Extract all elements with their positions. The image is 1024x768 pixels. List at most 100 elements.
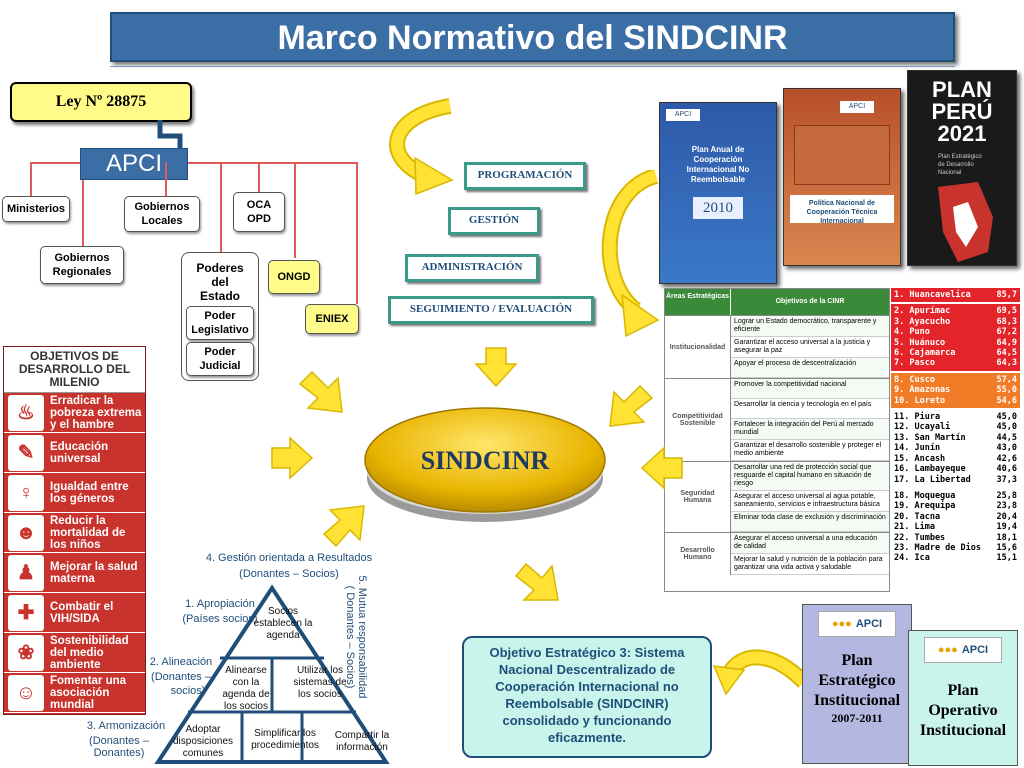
diagonal-arrow-icon	[514, 562, 559, 601]
plan-anual-cover: APCI Plan Anual de Cooperación Internaci…	[659, 102, 777, 284]
org-poder-legislativo: Poder Legislativo	[186, 306, 254, 340]
pyramid-label-3-sub: (Donantes – Donantes)	[89, 735, 149, 759]
ranking-region: 11. Piura	[894, 412, 941, 423]
ranking-value: 15,6	[996, 542, 1017, 553]
administracion-button[interactable]: ADMINISTRACIÓN	[405, 254, 539, 282]
pyramid-bottom-right: Compartir la información	[334, 730, 390, 753]
org-line	[165, 162, 167, 196]
org-ongd: ONGD	[268, 260, 320, 294]
pyramid-mid-right: Utilizar los sistemas de los socios	[293, 665, 347, 700]
odm-item-label: Combatir el VIH/SIDA	[50, 600, 114, 625]
pyramid-label-4: 4. Gestión orientada a Resultados	[205, 552, 373, 564]
apci-logo-icon: ●●●	[831, 618, 852, 630]
plan-peru-2021-cover: PLAN PERÚ 2021 Plan Estratégico de Desar…	[907, 70, 1017, 266]
table-group-rows: Asegurar el acceso universal a una educa…	[731, 533, 889, 575]
odm-item: ♨Erradicar la pobreza extrema y el hambr…	[4, 393, 145, 433]
poderes-label: Poderes del Estado	[196, 261, 244, 303]
ranking-region: 3. Ayacucho	[894, 316, 951, 327]
ranking-value: 23,8	[996, 501, 1017, 512]
pyramid-label-3: 3. Armonización	[86, 720, 166, 732]
ranking-region: 6. Cajamarca	[894, 348, 956, 359]
table-header-objectives: Objetivos de la CINR	[775, 298, 845, 305]
ranking-value: 67,2	[996, 327, 1017, 338]
programacion-button[interactable]: PROGRAMACIÓN	[464, 162, 586, 190]
apci-logo-text: APCI	[855, 618, 883, 630]
apci-logo: ●●●APCI	[818, 611, 896, 637]
pyramid-label-5-sub: ( Donantes – Socios)	[344, 585, 356, 689]
apci-logo-icon: ●●●	[937, 644, 958, 656]
gestion-button[interactable]: GESTIÓN	[448, 207, 540, 235]
pyramid-label-1-sub: (Países socios)	[182, 613, 258, 625]
ranking-region: 9. Amazonas	[894, 385, 951, 396]
odm-list: ♨Erradicar la pobreza extrema y el hambr…	[4, 393, 145, 713]
ley-apci-connector	[157, 120, 183, 150]
table-row: Apoyar el proceso de descentralización	[731, 358, 889, 378]
odm-panel: OBJETIVOS DE DESARROLLO DEL MILENIO ♨Err…	[3, 346, 146, 715]
ranking-value: 18,1	[996, 532, 1017, 543]
ranking-value: 20,4	[996, 511, 1017, 522]
org-ministerios: Ministerios	[2, 196, 70, 222]
odm-heading: OBJETIVOS DE DESARROLLO DEL MILENIO	[4, 347, 145, 393]
pregnant-woman-icon: ♟	[8, 554, 44, 591]
org-gobiernos-regionales: Gobiernos Regionales	[40, 246, 124, 284]
ranking-value: 15,1	[996, 553, 1017, 564]
plan-peru-title: PLAN PERÚ 2021	[931, 77, 993, 146]
ranking-value: 37,3	[996, 474, 1017, 485]
odm-item-label: Fomentar una asociación mundial	[50, 674, 127, 711]
politica-nacional-cover: APCI Política Nacional de Cooperación Té…	[783, 88, 901, 266]
table-group-rows: Desarrollar una red de protección social…	[731, 462, 889, 532]
org-line	[30, 162, 80, 164]
ranking-row: 3. Ayacucho 68,3	[894, 317, 1017, 327]
ley-28875-box: Ley Nº 28875	[10, 82, 192, 122]
odm-item-label: Mejorar la salud materna	[50, 560, 138, 585]
odm-item-label: Igualdad entre los géneros	[50, 480, 129, 505]
plan-peru-subtitle: Plan Estratégico de Desarrollo Nacional	[938, 154, 982, 176]
page-title: Marco Normativo del SINDCINR	[110, 12, 955, 62]
diagonal-arrow-icon	[298, 370, 343, 413]
plan-anual-year: 2010	[693, 197, 743, 219]
ranking-group: 1. Huancavelica 85,7	[891, 288, 1020, 303]
ranking-region: 1. Huancavelica	[894, 290, 971, 300]
table-row: Desarrollar la ciencia y tecnología en e…	[731, 399, 889, 419]
diagonal-arrow-icon	[609, 384, 654, 427]
ranking-region: 18. Moquegua	[894, 490, 956, 501]
ranking-value: 68,3	[996, 316, 1017, 327]
odm-item-label: Educación universal	[50, 440, 109, 465]
apci-logo-text: APCI	[961, 644, 989, 656]
ranking-value: 40,6	[996, 464, 1017, 475]
table-group-rows: Lograr un Estado democrático, transparen…	[731, 316, 889, 378]
ranking-value: 19,4	[996, 522, 1017, 533]
ranking-region: 13. San Martín	[894, 432, 966, 443]
table-row: Mejorar la salud y nutrición de la pobla…	[731, 554, 889, 575]
peru-map-icon	[938, 182, 993, 262]
odm-item: ✚Combatir el VIH/SIDA	[4, 593, 145, 633]
table-row: Garantizar el acceso universal a la just…	[731, 337, 889, 358]
objetivo-estrategico-3: Objetivo Estratégico 3: Sistema Nacional…	[462, 636, 712, 758]
ranking-value: 85,7	[996, 290, 1017, 300]
people-group-icon: ☺	[8, 674, 44, 711]
org-line	[220, 162, 222, 252]
pei-years: 2007-2011	[831, 711, 883, 725]
plan-operativo-institucional: ●●●APCI Plan Operativo Institucional	[908, 630, 1018, 766]
org-line	[82, 180, 84, 246]
table-row: Promover la competitividad nacional	[731, 379, 889, 399]
odm-item: ☻Reducir la mortalidad de los niños	[4, 513, 145, 553]
ranking-value: 42,6	[996, 453, 1017, 464]
ranking-region: 8. Cusco	[894, 374, 935, 385]
seguimiento-evaluacion-button[interactable]: SEGUIMIENTO / EVALUACIÓN	[388, 296, 594, 324]
pyramid-label-5-text: 5. Mutua responsabilidad	[356, 575, 368, 699]
odm-item: ♟Mejorar la salud materna	[4, 553, 145, 593]
org-line	[30, 162, 32, 196]
